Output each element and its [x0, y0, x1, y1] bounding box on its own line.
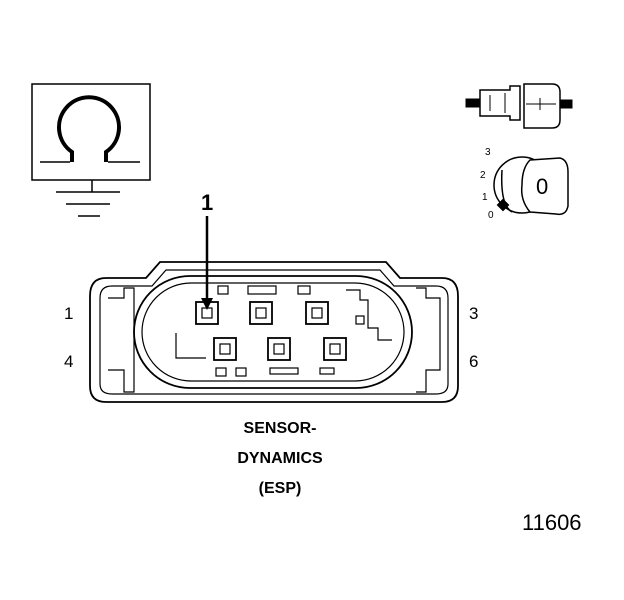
pin-cavity-2	[249, 301, 273, 325]
caption-line-2: DYNAMICS	[237, 450, 323, 467]
pin-cavity-6	[323, 337, 347, 361]
ignition-key-label: 0	[536, 174, 549, 199]
pin-label-4: 4	[64, 352, 74, 371]
connector-housing	[89, 261, 459, 403]
pin-label-6: 6	[469, 352, 479, 371]
ignition-position-0: 0	[488, 210, 494, 221]
pin-cavity-5	[267, 337, 291, 361]
ignition-position-2: 2	[480, 170, 486, 181]
connector-plug-icon	[465, 83, 573, 129]
omega-sensor-icon	[31, 83, 151, 217]
callout-arrow	[201, 216, 213, 310]
callout-number: 1	[201, 190, 214, 215]
caption-line-3: (ESP)	[258, 480, 302, 497]
caption-line-1: SENSOR-	[243, 420, 317, 437]
figure-number: 11606	[522, 510, 582, 535]
pin-label-3: 3	[469, 304, 479, 323]
pin-cavities	[195, 301, 347, 361]
pin-cavity-4	[213, 337, 237, 361]
ignition-key-icon	[493, 156, 569, 216]
ignition-position-1: 1	[482, 192, 488, 203]
pin-cavity-3	[305, 301, 329, 325]
pin-label-1: 1	[64, 304, 74, 323]
ignition-position-3: 3	[485, 147, 491, 158]
